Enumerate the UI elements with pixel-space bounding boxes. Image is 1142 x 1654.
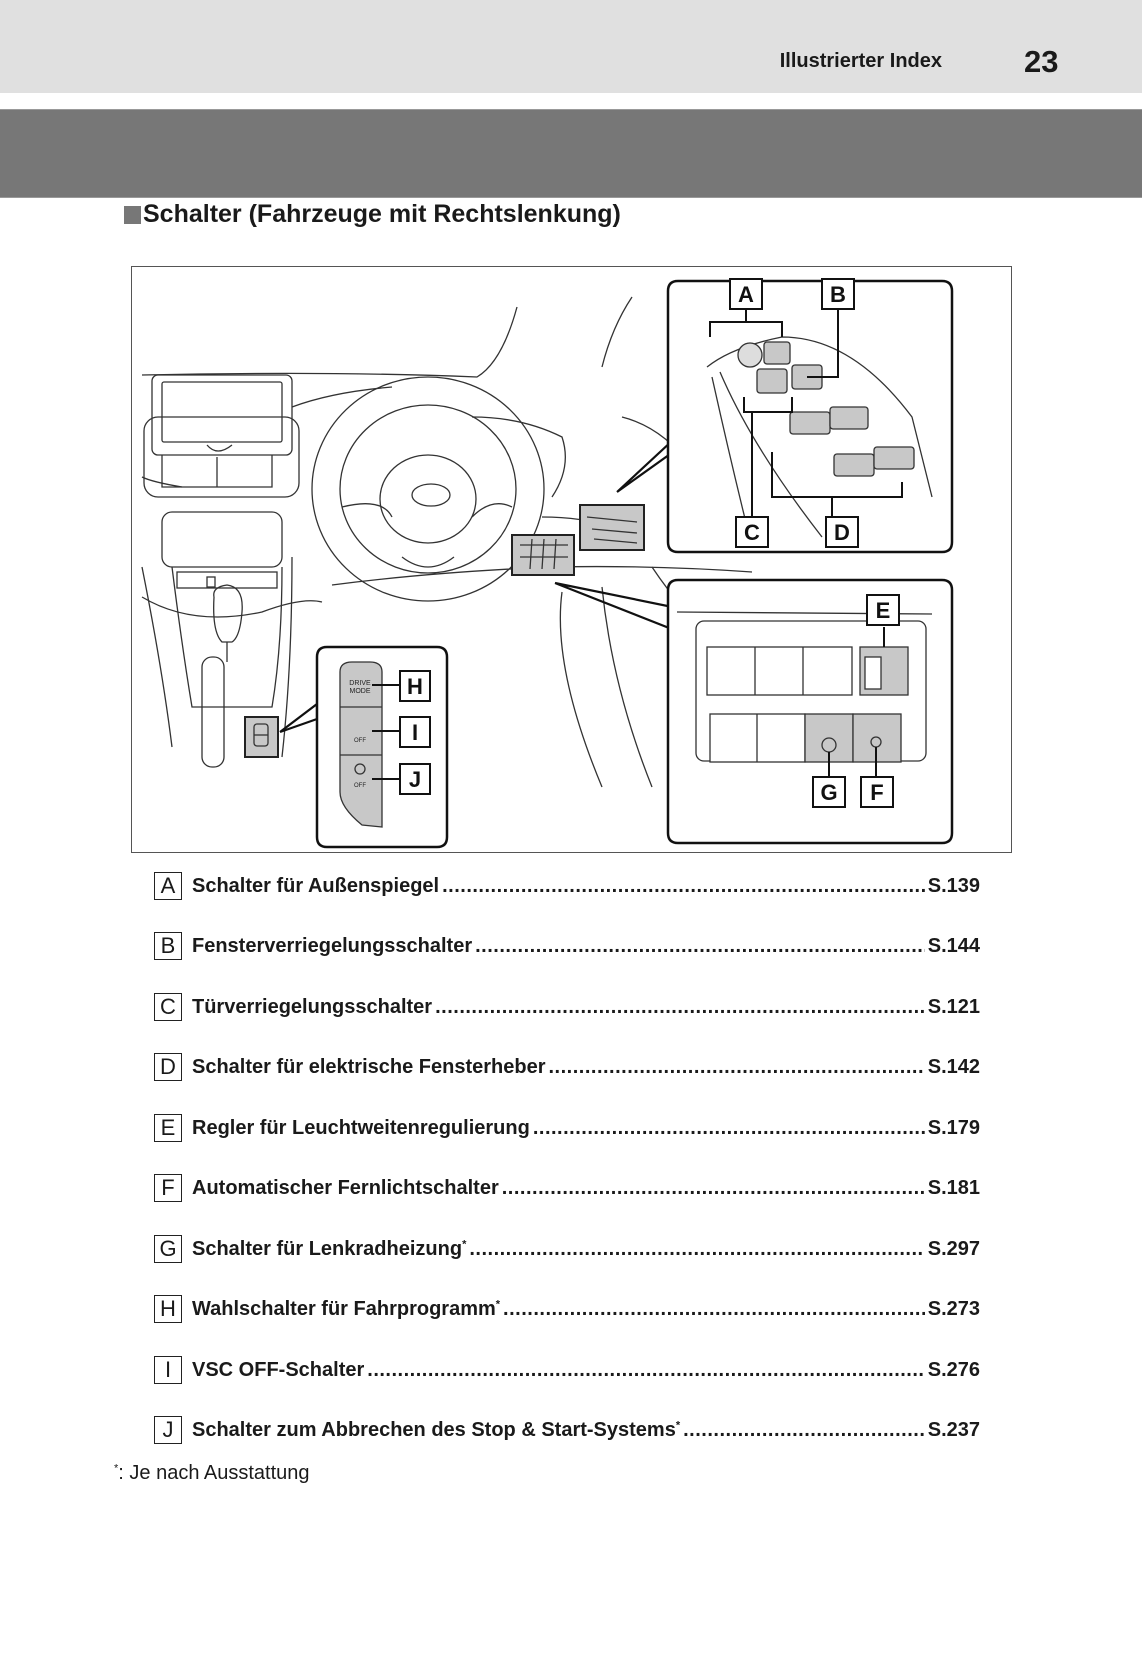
console-switch-marker <box>244 716 279 758</box>
detail-panel-console-switches: DRIVE MODE OFF OFF H I J <box>315 645 449 849</box>
callout-g: G <box>820 780 837 805</box>
leader-dots <box>442 875 925 898</box>
detail-panel-door-switches: A B C D <box>666 278 954 554</box>
page-reference-link[interactable]: S.139 <box>927 874 980 897</box>
list-item: H Wahlschalter für Fahrprogramm* S.273 <box>154 1293 980 1325</box>
callout-a: A <box>738 282 754 307</box>
list-item: J Schalter zum Abbrechen des Stop & Star… <box>154 1414 980 1446</box>
list-item: C Türverriegelungsschalter S.121 <box>154 991 980 1023</box>
list-item: B Fensterverriegelungsschalter S.144 <box>154 930 980 962</box>
footnote: *: Je nach Ausstattung <box>114 1462 310 1485</box>
callout-i: I <box>412 720 418 745</box>
callout-c: C <box>744 520 760 545</box>
callout-b: B <box>830 282 846 307</box>
leader-dots <box>435 996 925 1019</box>
asterisk-marker: * <box>675 1418 681 1431</box>
item-label: Wahlschalter für Fahrprogramm* <box>192 1298 500 1321</box>
asterisk-marker: * <box>462 1237 467 1250</box>
callout-j: J <box>409 767 421 792</box>
leader-dots <box>503 1298 925 1321</box>
item-key: B <box>154 932 182 960</box>
heading-square-icon <box>124 205 141 224</box>
asterisk-marker: * <box>495 1297 501 1310</box>
item-label: VSC OFF-Schalter <box>192 1358 365 1381</box>
item-key: I <box>154 1356 182 1384</box>
detail-panel-lower-switches: E G F <box>666 578 954 845</box>
drive-mode-text-2: MODE <box>350 688 371 695</box>
leader-dots <box>469 1238 924 1261</box>
item-key: J <box>154 1416 182 1444</box>
page-reference-link[interactable]: S.297 <box>927 1237 980 1260</box>
list-item: I VSC OFF-Schalter S.276 <box>154 1354 980 1386</box>
list-item: G Schalter für Lenkradheizung* S.297 <box>154 1233 980 1265</box>
list-item: A Schalter für Außenspiegel S.139 <box>154 870 980 902</box>
item-label: Regler für Leuchtweitenregulierung <box>192 1116 530 1139</box>
leader-dots <box>533 1117 925 1140</box>
switch-illustration: A B C D E G F <box>131 266 1012 853</box>
header-band <box>0 0 1142 93</box>
item-key: D <box>154 1053 182 1081</box>
list-item: D Schalter für elektrische Fensterheber … <box>154 1051 980 1083</box>
page-reference-link[interactable]: S.142 <box>927 1055 980 1078</box>
leader-dots <box>475 935 925 958</box>
item-label-text: Schalter zum Abbrechen des Stop & Start-… <box>192 1418 676 1441</box>
item-label: Türverriegelungsschalter <box>192 995 433 1018</box>
leader-dots <box>683 1419 925 1442</box>
page-reference-link[interactable]: S.144 <box>927 934 980 957</box>
item-label: Schalter für Außenspiegel <box>192 874 440 897</box>
item-key: E <box>154 1114 182 1142</box>
item-label: Schalter zum Abbrechen des Stop & Start-… <box>192 1419 680 1442</box>
footnote-marker: * <box>114 1462 119 1475</box>
drive-mode-text-1: DRIVE <box>349 680 371 687</box>
lower-panel-marker <box>511 534 575 576</box>
item-label: Schalter für elektrische Fensterheber <box>192 1055 546 1078</box>
leader-dots <box>502 1177 925 1200</box>
infotainment-screen <box>143 374 300 498</box>
page-reference-link[interactable]: S.181 <box>927 1176 980 1199</box>
item-key: A <box>154 872 182 900</box>
page-reference-link[interactable]: S.276 <box>927 1358 980 1381</box>
stop-start-off-text: OFF <box>354 783 366 789</box>
item-label: Fensterverriegelungsschalter <box>192 934 473 957</box>
steering-wheel <box>311 376 545 602</box>
callout-e: E <box>876 598 891 623</box>
item-label-text: Schalter für Lenkradheizung <box>192 1237 463 1260</box>
item-key: C <box>154 993 182 1021</box>
chapter-band <box>0 109 1142 198</box>
item-key: H <box>154 1295 182 1323</box>
leader-dots <box>367 1359 924 1382</box>
list-item: F Automatischer Fernlichtschalter S.181 <box>154 1172 980 1204</box>
callout-f: F <box>870 780 883 805</box>
item-key: F <box>154 1174 182 1202</box>
dashboard-drawing: A B C D E G F <box>141 278 954 849</box>
page-reference-link[interactable]: S.121 <box>927 995 980 1018</box>
page-heading: Schalter (Fahrzeuge mit Rechtslenkung) <box>124 200 621 229</box>
page-number: 23 <box>1024 44 1059 79</box>
item-label-text: Wahlschalter für Fahrprogramm <box>192 1297 496 1320</box>
page-reference-link[interactable]: S.237 <box>927 1418 980 1441</box>
callout-h: H <box>407 674 423 699</box>
list-item: E Regler für Leuchtweitenregulierung S.1… <box>154 1112 980 1144</box>
heading-text: Schalter (Fahrzeuge mit Rechtslenkung) <box>143 200 621 228</box>
item-key: G <box>154 1235 182 1263</box>
page-reference-link[interactable]: S.179 <box>927 1116 980 1139</box>
window-switch-marker <box>579 504 645 551</box>
section-title: Illustrierter Index <box>779 50 942 72</box>
callout-d: D <box>834 520 850 545</box>
page-reference-link[interactable]: S.273 <box>927 1297 980 1320</box>
leader-dots <box>548 1056 924 1079</box>
footnote-text: : Je nach Ausstattung <box>118 1462 310 1484</box>
item-label: Schalter für Lenkradheizung* <box>192 1238 466 1261</box>
item-label: Automatischer Fernlichtschalter <box>192 1176 499 1199</box>
vsc-off-text: OFF <box>354 738 366 744</box>
center-console <box>141 511 293 768</box>
